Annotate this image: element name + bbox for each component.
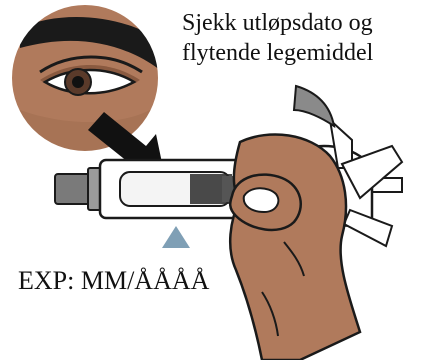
eye-icon: [11, 4, 160, 160]
instruction-caption: Sjekk utløpsdato og flytende legemiddel: [182, 8, 428, 68]
caption-line-1: Sjekk utløpsdato og: [182, 8, 428, 38]
triangle-up-icon: [162, 226, 190, 248]
caption-line-2: flytende legemiddel: [182, 38, 428, 68]
expiry-label: EXP: MM/ÅÅÅÅ: [18, 266, 209, 296]
